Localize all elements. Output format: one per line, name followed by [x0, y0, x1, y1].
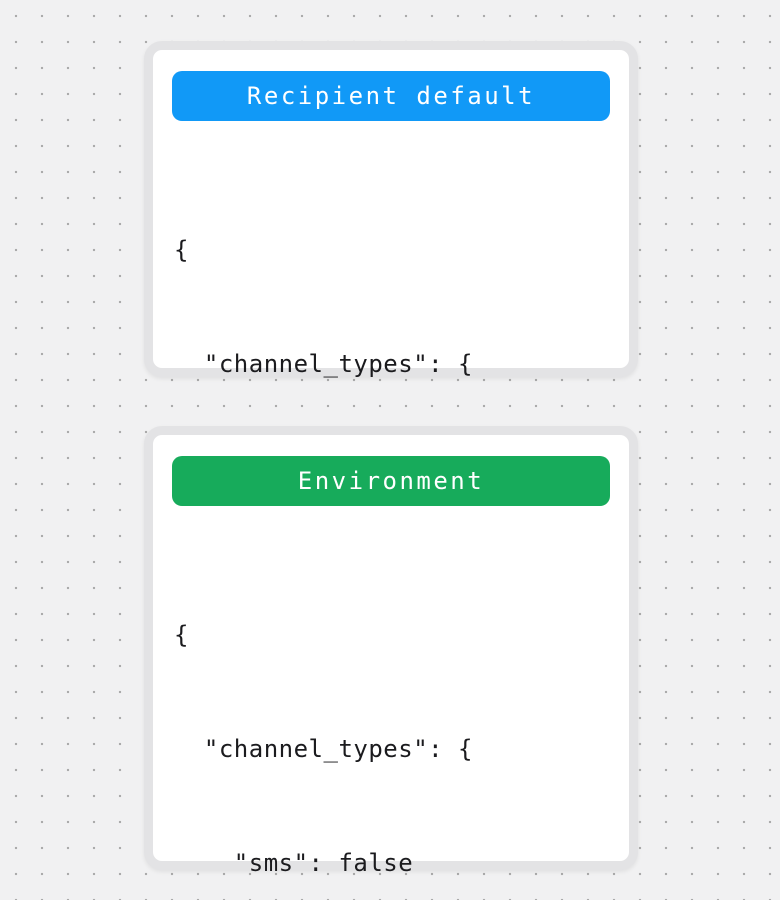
code-line: {: [174, 236, 189, 264]
environment-header-badge: Environment: [172, 456, 610, 506]
code-line: "sms": false: [174, 849, 414, 877]
recipient-default-header-badge: Recipient default: [172, 71, 610, 121]
environment-code-block: { "channel_types": { "sms": false }, "ca…: [174, 540, 610, 900]
code-line: "channel_types": {: [174, 735, 473, 763]
environment-card: Environment { "channel_types": { "sms": …: [144, 426, 638, 877]
code-line: {: [174, 621, 189, 649]
recipient-default-card: Recipient default { "channel_types": { "…: [144, 41, 638, 720]
code-line: "channel_types": {: [174, 350, 473, 378]
